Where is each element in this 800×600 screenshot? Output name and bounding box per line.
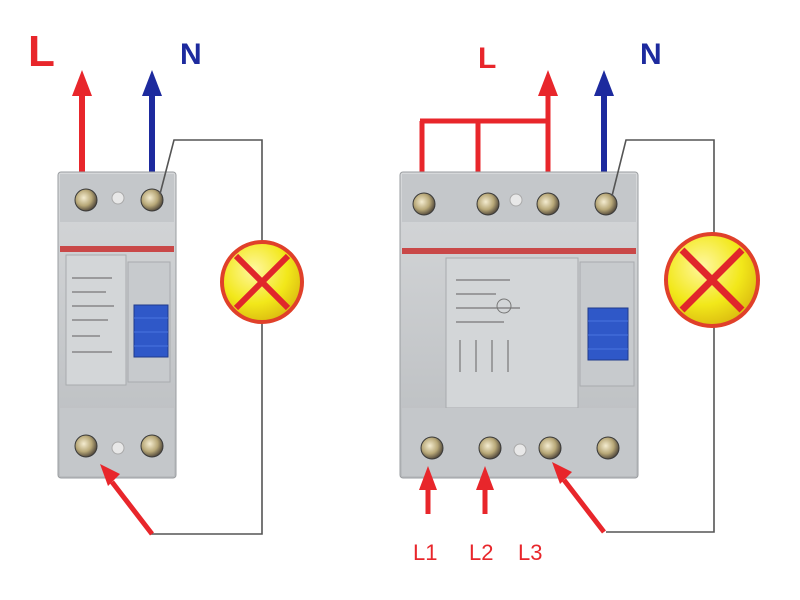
right-top-screw-2 [476,192,500,216]
left-bottom-screw-l [74,434,98,458]
right-phase-arrow [538,70,558,96]
test-lamp-icon [220,240,304,324]
right-top-screw-3 [536,192,560,216]
right-bottom-screw-3 [538,436,562,460]
right-bottom-screw-1 [420,436,444,460]
left-top-screw-n [140,188,164,212]
right-test-wire [606,139,715,533]
right-neutral-label: N [640,38,662,71]
left-toggle [133,304,169,358]
right-phase-label: L [478,42,496,75]
right-bottom-screw-n [596,436,620,460]
left-phase-label: L [28,27,55,76]
input-label-l3: L3 [518,540,542,565]
left-bottom-screw-n [140,434,164,458]
input-arrow-l2 [476,466,494,514]
left-top-screw-l [74,188,98,212]
input-label-l2: L2 [469,540,493,565]
left-diagram: L N [28,27,304,536]
left-test-wire [150,139,263,535]
right-test-arrow [552,462,606,534]
right-bottom-screw-2 [478,436,502,460]
input-arrow-l1 [419,466,437,514]
test-lamp-icon [664,232,760,328]
right-toggle [587,307,629,361]
left-neutral-label: N [180,38,202,71]
input-label-l1: L1 [413,540,437,565]
left-test-arrow [100,464,154,536]
four-pole-rcd-icon [399,171,639,479]
right-diagram: L N [399,38,760,565]
right-top-screw-1 [412,192,436,216]
two-pole-rcd-icon [57,171,177,479]
right-top-screw-n [594,192,618,216]
